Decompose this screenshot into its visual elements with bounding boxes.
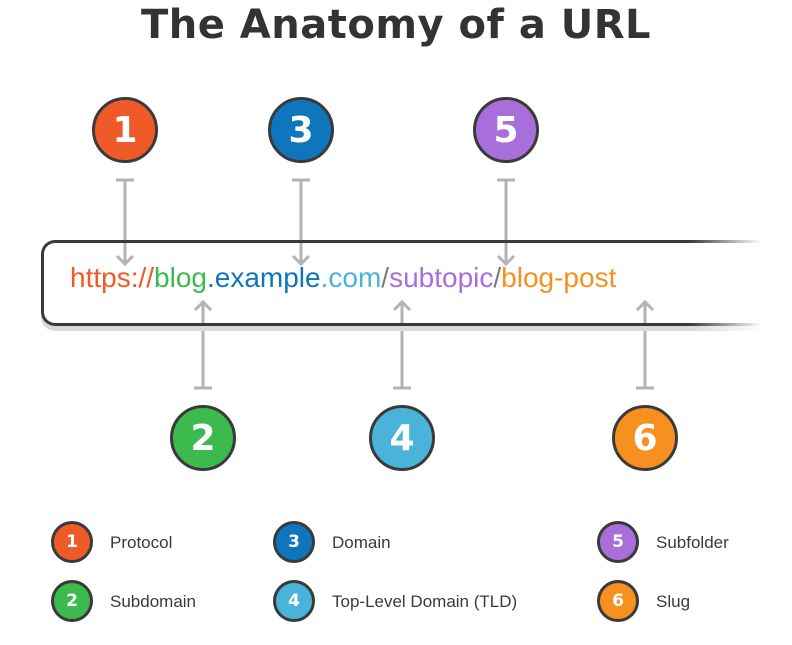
- legend-label-domain: Domain: [332, 533, 391, 552]
- legend-label-subfolder: Subfolder: [656, 533, 729, 552]
- marker-4: 4: [369, 405, 435, 471]
- legend-marker-5: 5: [597, 521, 639, 563]
- url-tld: com: [328, 262, 382, 293]
- marker-3: 3: [268, 97, 334, 163]
- url-protocol: https://: [70, 262, 155, 293]
- connector-5: [496, 178, 516, 267]
- legend-marker-3: 3: [273, 521, 315, 563]
- url-bar-fade: [690, 232, 792, 336]
- url-dot-2: .: [320, 262, 329, 293]
- url-subdomain: blog: [154, 262, 207, 293]
- legend-label-subdomain: Subdomain: [110, 592, 197, 611]
- legend-label-slug: Slug: [656, 592, 691, 611]
- connector-6: [635, 299, 655, 390]
- url-slash-1: /: [381, 262, 390, 293]
- connector-1: [115, 178, 135, 267]
- marker-1: 1: [92, 97, 158, 163]
- url-dot-1: .: [206, 262, 215, 293]
- legend-marker-2: 2: [51, 580, 93, 622]
- url-slug: blog-post: [501, 262, 617, 293]
- url-bar: [41, 240, 761, 326]
- marker-5: 5: [473, 97, 539, 163]
- connector-3: [291, 178, 311, 267]
- url-slash-2: /: [493, 262, 502, 293]
- legend-marker-6: 6: [597, 580, 639, 622]
- connector-2: [193, 299, 213, 390]
- legend-label-protocol: Protocol: [110, 533, 173, 552]
- legend-label-tld: Top-Level Domain (TLD): [332, 592, 518, 611]
- connector-4: [392, 299, 412, 390]
- url-domain: example: [214, 262, 321, 293]
- legend-marker-4: 4: [273, 580, 315, 622]
- legend-marker-1: 1: [51, 521, 93, 563]
- marker-6: 6: [612, 405, 678, 471]
- page-title: The Anatomy of a URL: [140, 2, 652, 48]
- url-text: https://blog.example.com/subtopic/blog-p…: [70, 262, 616, 294]
- url-subfolder: subtopic: [389, 262, 494, 293]
- marker-2: 2: [170, 405, 236, 471]
